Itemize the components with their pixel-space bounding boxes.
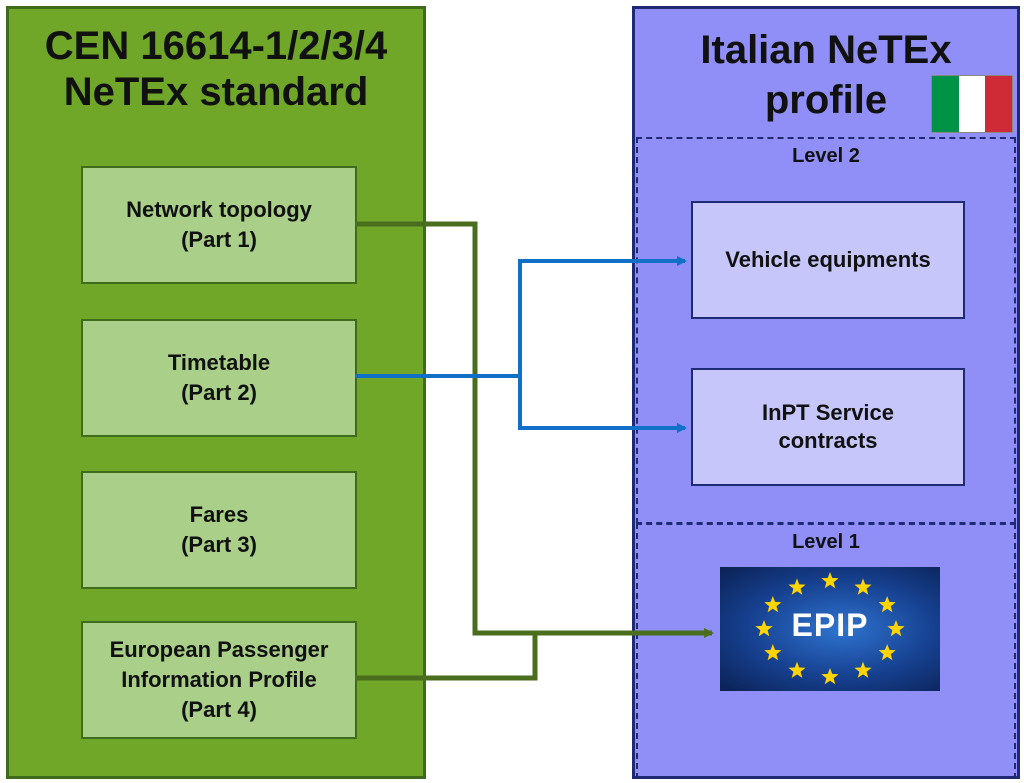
part-2-label: Timetable	[167, 350, 271, 375]
vehicle-equipments-box: Vehicle equipments	[691, 201, 965, 319]
epip-logo-text: EPIP	[791, 607, 869, 643]
star-icon	[755, 620, 773, 637]
part-3-box: Fares (Part 3)	[81, 471, 357, 589]
star-icon	[878, 596, 896, 613]
eu-stars-icon	[755, 572, 905, 685]
flag-stripe	[932, 76, 959, 132]
part-4-label: European Passenger Information Profile	[109, 637, 329, 692]
right-title-line2: profile	[764, 78, 888, 122]
flag-stripe	[958, 76, 986, 132]
star-icon	[821, 572, 839, 589]
part-4-box: European Passenger Information Profile (P…	[81, 621, 357, 739]
part-1-number: (Part 1)	[181, 227, 257, 252]
part-1-label: Network topology	[126, 197, 312, 222]
right-title-line1: Italian NeTEx	[700, 28, 952, 72]
level-2-label: Level 2	[792, 145, 860, 167]
service-contracts-label: InPT Service contracts	[761, 400, 895, 453]
italian-flag-icon	[931, 75, 1013, 133]
epip-logo: EPIP	[720, 567, 940, 691]
part-4-number: (Part 4)	[181, 697, 257, 722]
service-contracts-box: InPT Service contracts	[691, 368, 965, 486]
flag-stripe	[985, 76, 1013, 132]
level-2-section: Level 2 Vehicle equipments InPT Service …	[636, 137, 1016, 524]
star-icon	[764, 596, 782, 613]
part-2-box: Timetable (Part 2)	[81, 319, 357, 437]
star-icon	[788, 578, 806, 595]
part-1-box: Network topology (Part 1)	[81, 166, 357, 284]
part-3-number: (Part 3)	[181, 532, 257, 557]
netex-standard-panel: CEN 16614-1/2/3/4 NeTEx standard Network…	[6, 6, 426, 779]
star-icon	[854, 578, 872, 595]
right-panel-title: Italian NeTEx profile	[635, 25, 1017, 125]
left-title-line2: NeTEx standard	[63, 70, 369, 114]
star-icon	[764, 644, 782, 661]
star-icon	[854, 661, 872, 678]
star-icon	[788, 661, 806, 678]
left-title-line1: CEN 16614-1/2/3/4	[44, 24, 388, 68]
part-3-label: Fares	[189, 502, 249, 527]
left-panel-title: CEN 16614-1/2/3/4 NeTEx standard	[9, 23, 423, 115]
italian-profile-panel: Italian NeTEx profile Level 2 Vehicle eq…	[632, 6, 1020, 779]
star-icon	[878, 644, 896, 661]
level-1-section: Level 1 EPIP	[636, 523, 1016, 779]
star-icon	[821, 668, 839, 685]
level-1-label: Level 1	[792, 531, 860, 553]
vehicle-equipments-label: Vehicle equipments	[725, 247, 931, 272]
part-2-number: (Part 2)	[181, 380, 257, 405]
star-icon	[887, 620, 905, 637]
